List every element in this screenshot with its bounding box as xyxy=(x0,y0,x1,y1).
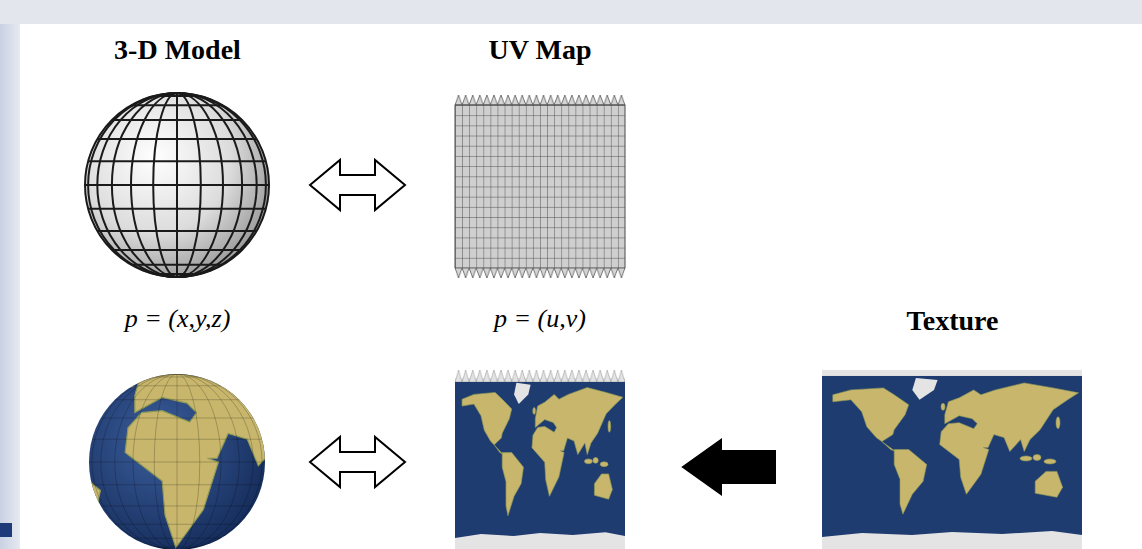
wireframe-sphere xyxy=(85,93,269,277)
panel-heading: p = (x,y,z) xyxy=(70,302,285,336)
panel-heading: UV Map xyxy=(445,33,635,67)
panel-heading: Texture xyxy=(815,304,1090,338)
double-arrow xyxy=(310,437,405,487)
textured-uv-map xyxy=(455,370,625,549)
panel-heading: p = (u,v) xyxy=(445,302,635,336)
uv-map-panel: UV Map xyxy=(445,33,635,281)
uv-grid xyxy=(455,95,625,278)
slide-band xyxy=(0,0,1142,24)
textured-globe xyxy=(0,335,389,549)
model-coordinate-panel: p = (x,y,z) xyxy=(70,302,285,549)
panel-heading: 3-D Model xyxy=(70,33,285,67)
slide-marker xyxy=(0,523,12,537)
model-panel: 3-D Model xyxy=(70,33,285,281)
double-arrow xyxy=(310,160,405,210)
texture-panel: Texture xyxy=(815,304,1090,549)
texture-image xyxy=(822,370,1082,549)
uv-coordinate-panel: p = (u,v) xyxy=(445,302,635,549)
block-arrow xyxy=(683,440,775,494)
